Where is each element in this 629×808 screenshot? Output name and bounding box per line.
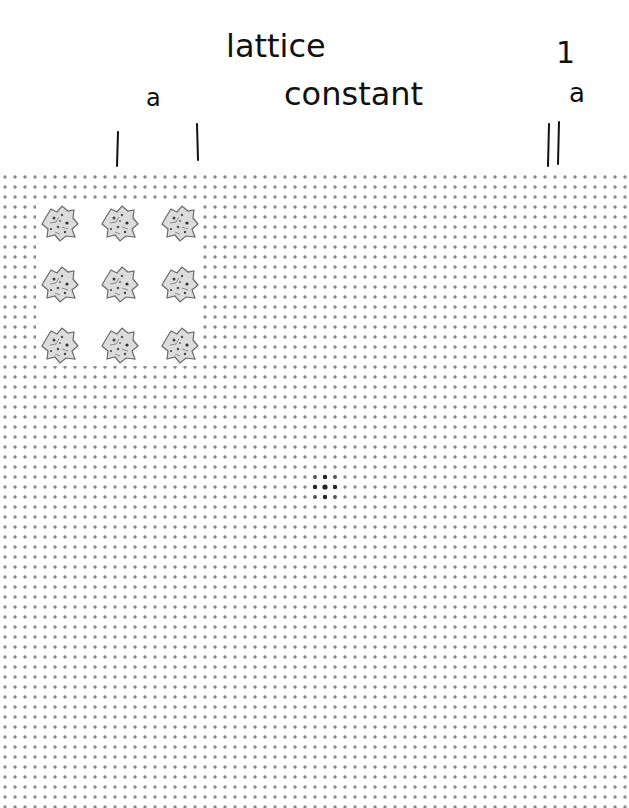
molecule-grid — [42, 206, 198, 363]
central-spot — [313, 475, 337, 499]
spacing-marks — [117, 122, 559, 166]
handwritten-note: lattice constant — [226, 22, 441, 118]
fraction-numerator: 1 — [556, 30, 575, 75]
crystal-inset — [36, 200, 201, 366]
fraction-denominator: a — [569, 74, 585, 113]
dot-lattice — [0, 172, 629, 808]
spacing-label: a — [146, 80, 161, 116]
